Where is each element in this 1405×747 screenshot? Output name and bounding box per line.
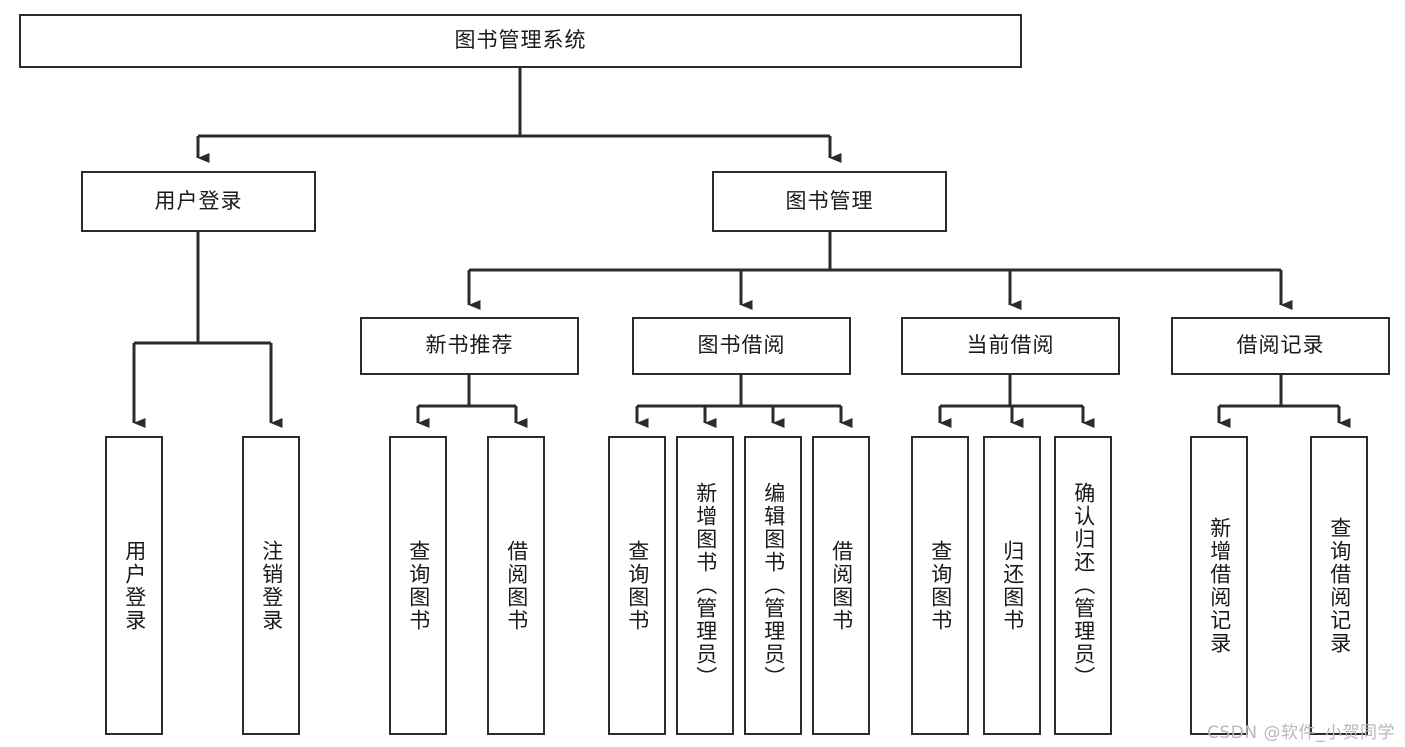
node-leaf-query-record[interactable]: 查询借阅记录 bbox=[1310, 436, 1368, 735]
node-leaf-user-login-label: 用户登录 bbox=[122, 539, 147, 632]
node-leaf-confirm-return-label: 确认归还（管理员） bbox=[1071, 482, 1096, 689]
node-leaf-user-logout[interactable]: 注销登录 bbox=[242, 436, 300, 735]
node-leaf-user-login[interactable]: 用户登录 bbox=[105, 436, 163, 735]
node-leaf-add-book-label: 新增图书（管理员） bbox=[693, 482, 718, 689]
node-leaf-borrow-book-1-label: 借阅图书 bbox=[504, 539, 529, 632]
node-leaf-borrow-book-1[interactable]: 借阅图书 bbox=[487, 436, 545, 735]
node-new-book-rec[interactable]: 新书推荐 bbox=[360, 317, 579, 375]
node-book-manage[interactable]: 图书管理 bbox=[712, 171, 947, 232]
node-leaf-query-book-2-label: 查询图书 bbox=[625, 539, 650, 632]
csdn-watermark: CSDN @软件_小贺同学 bbox=[1207, 723, 1395, 743]
node-leaf-return-book[interactable]: 归还图书 bbox=[983, 436, 1041, 735]
node-leaf-query-book-3-label: 查询图书 bbox=[928, 539, 953, 632]
node-user-login-label: 用户登录 bbox=[154, 188, 243, 213]
node-leaf-add-book[interactable]: 新增图书（管理员） bbox=[676, 436, 734, 735]
node-leaf-query-book-1[interactable]: 查询图书 bbox=[389, 436, 447, 735]
node-new-book-rec-label: 新书推荐 bbox=[425, 333, 514, 358]
node-leaf-query-record-label: 查询借阅记录 bbox=[1327, 516, 1352, 655]
node-leaf-return-book-label: 归还图书 bbox=[1000, 539, 1025, 632]
node-book-manage-label: 图书管理 bbox=[785, 188, 874, 213]
node-leaf-borrow-book-2-label: 借阅图书 bbox=[829, 539, 854, 632]
node-borrow-record-label: 借阅记录 bbox=[1236, 333, 1325, 358]
node-current-borrow[interactable]: 当前借阅 bbox=[901, 317, 1120, 375]
node-leaf-query-book-3[interactable]: 查询图书 bbox=[911, 436, 969, 735]
node-root-label: 图书管理系统 bbox=[454, 28, 587, 53]
node-user-login[interactable]: 用户登录 bbox=[81, 171, 316, 232]
node-leaf-add-record[interactable]: 新增借阅记录 bbox=[1190, 436, 1248, 735]
node-book-borrow-label: 图书借阅 bbox=[697, 333, 786, 358]
node-leaf-user-logout-label: 注销登录 bbox=[259, 539, 284, 632]
node-leaf-edit-book-label: 编辑图书（管理员） bbox=[761, 482, 786, 689]
node-root[interactable]: 图书管理系统 bbox=[19, 14, 1022, 68]
node-leaf-add-record-label: 新增借阅记录 bbox=[1207, 516, 1232, 655]
node-borrow-record[interactable]: 借阅记录 bbox=[1171, 317, 1390, 375]
node-leaf-borrow-book-2[interactable]: 借阅图书 bbox=[812, 436, 870, 735]
node-leaf-query-book-1-label: 查询图书 bbox=[406, 539, 431, 632]
node-leaf-confirm-return[interactable]: 确认归还（管理员） bbox=[1054, 436, 1112, 735]
node-leaf-query-book-2[interactable]: 查询图书 bbox=[608, 436, 666, 735]
node-current-borrow-label: 当前借阅 bbox=[966, 333, 1055, 358]
node-leaf-edit-book[interactable]: 编辑图书（管理员） bbox=[744, 436, 802, 735]
node-book-borrow[interactable]: 图书借阅 bbox=[632, 317, 851, 375]
